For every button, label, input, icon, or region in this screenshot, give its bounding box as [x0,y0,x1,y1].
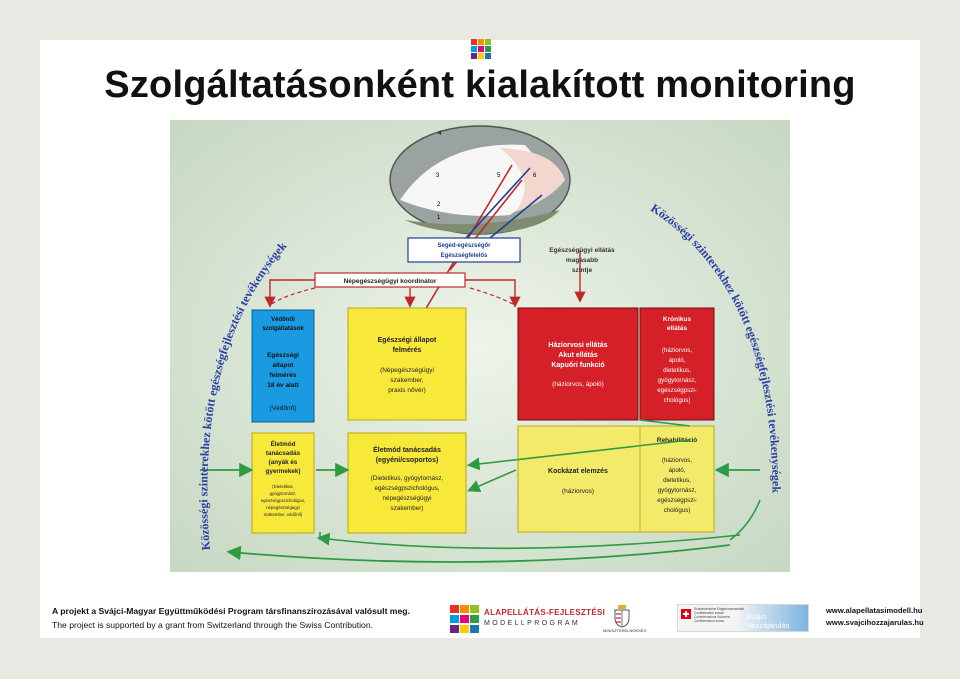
eletmod-big-r2: egészségpszichológus, [374,485,439,492]
eletmod-small-h4: gyermekek) [265,468,300,475]
modellprogram-logo-icon [450,605,479,633]
eletmod-small-h1: Életmód [271,439,296,448]
website-1[interactable]: www.alapellatasimodell.hu [826,606,923,615]
koordinator-label: Népegészségügyi koordinátor [344,278,437,285]
monitoring-diagram: 4 3 5 6 2 1 Segéd-egészségőr Egészségfel… [170,120,790,572]
haziorvosi-line1: Háziorvosi ellátás [548,342,607,349]
program-logo-icon [471,39,491,59]
haziorvosi-line2: Akut ellátás [558,352,597,359]
levels-ellipse [389,125,571,235]
haziorvosi-box [517,307,639,421]
swiss-gov-2: Confédération suisse [694,611,724,615]
eletmod-small-r3: egészségpszichológus, [261,498,305,503]
eletmod-small-r2: gyógytornász, [270,491,297,496]
rehab-role-3: dietetikus, [663,477,691,484]
kronikus-role-1: (háziorvos, [662,347,693,354]
kronikus-header-1: Krónikus [663,316,692,323]
eletmod-big-r4: szakember) [391,505,424,512]
haziorvosi-line3: Kapuőri funkció [551,362,604,369]
vedonoi-header-2: szolgáltatások [262,326,304,332]
level-1: 1 [437,215,441,221]
website-2[interactable]: www.svajcihozzajarulas.hu [826,618,924,627]
vedonoi-body-2: állapot [273,362,295,369]
vedonoi-header-1: Védőnői [271,317,295,323]
kockazat-role: (háziorvos) [562,488,594,495]
level-2: 2 [437,202,441,208]
egeszsegi-allapot-role1: (Népegészségügyi [380,367,434,374]
swiss-gov-1: Schweizerische Eidgenossenschaft [694,607,744,611]
swiss-flag-icon [681,609,691,619]
level-6: 6 [533,173,537,179]
swiss-title-2: Hozzájárulás [746,621,790,630]
egeszsegi-allapot-box [347,307,467,421]
vedonoi-body-1: Egészségi [267,352,299,359]
seged-box [407,237,521,263]
diagram-svg: 4 3 5 6 2 1 Segéd-egészségőr Egészségfel… [170,120,790,572]
seged-line2: Egészségfelelős [441,253,488,259]
vedonoi-box [251,309,315,423]
vedonoi-role: (Védőnő) [270,405,297,412]
kockazat-label: Kockázat elemzés [548,468,608,475]
kronikus-role-3: dietetikus, [663,367,691,374]
rehab-role-1: (háziorvos, [662,457,693,464]
rehab-role-5: egészségpszi- [657,497,697,504]
eletmod-small-r4: népegészségügyi [266,505,299,510]
eletmod-small-box [251,432,315,534]
egeszsegi-allapot-line1: Egészségi állapot [378,337,437,344]
level-4: 4 [438,131,442,137]
program-sub: MODELLPROGRAM [484,620,581,627]
swiss-contribution-logo [677,604,809,632]
kronikus-role-6: chológus) [664,397,691,404]
higher-level-line2: magasabb [566,257,598,264]
vedonoi-body-3: felmérés [270,372,297,379]
kronikus-role-5: egészségpszi- [657,387,697,394]
egeszsegi-allapot-line2: felmérés [393,347,422,354]
haziorvosi-role: (háziorvos, ápoló) [552,381,604,388]
higher-level-line3: szintje [572,267,593,274]
kronikus-role-4: gyógytornász, [658,377,697,384]
kronikus-header-2: ellátás [667,325,688,332]
green-arrows [200,419,761,563]
program-name: ALAPELLÁTÁS-FEJLESZTÉSI [484,608,606,617]
eletmod-small-r1: (Dietetikus, [272,484,294,489]
rehab-role-2: ápoló, [669,467,686,474]
level-3: 3 [436,173,440,179]
eletmod-big-r3: népegészségügyi [382,495,431,502]
higher-level-line1: Egészségügyi ellátás [549,247,615,254]
rehab-role-6: chológus) [664,507,691,514]
rehab-header: Rehabilitáció [657,437,697,444]
eletmod-small-r5: szakember, védőnő) [264,512,303,517]
swiss-gov-4: Confederaziun svizra [694,619,724,623]
page-title: Szolgáltatásonként kialakított monitorin… [104,64,856,106]
hungarian-crest-icon [614,605,630,628]
swiss-gov-3: Confederazione Svizzera [694,615,730,619]
vedonoi-body-4: 18 év alatt [267,382,299,389]
eletmod-big-box [347,432,467,534]
level-5: 5 [497,173,501,179]
eletmod-big-r1: (Dietetikus, gyógytornász, [371,475,444,482]
rehab-role-4: gyógytornász, [658,487,697,494]
eletmod-big-h2: (egyéni/csoportos) [376,457,439,464]
egeszsegi-allapot-role2: szakember, [390,377,423,384]
egeszsegi-allapot-role3: praxis nővér) [388,387,426,394]
eletmod-small-h3: (anyák és [269,459,298,466]
eletmod-small-h2: tanácsadás [266,450,301,457]
eletmod-big-h1: Életmód tanácsadás [373,445,441,454]
kronikus-role-2: ápoló, [669,357,686,364]
swiss-title-1: Svájci [746,612,767,621]
kronikus-box [639,307,715,421]
seged-line1: Segéd-egészségőr [437,243,491,249]
lower-right-panel [517,425,715,533]
ministry-label: MINISZTERELNÖKSÉG [603,628,647,633]
footer-en: The project is supported by a grant from… [52,620,373,630]
footer-hu: A projekt a Svájci-Magyar Együttműködési… [52,606,410,616]
koordinator-connectors [264,279,521,308]
